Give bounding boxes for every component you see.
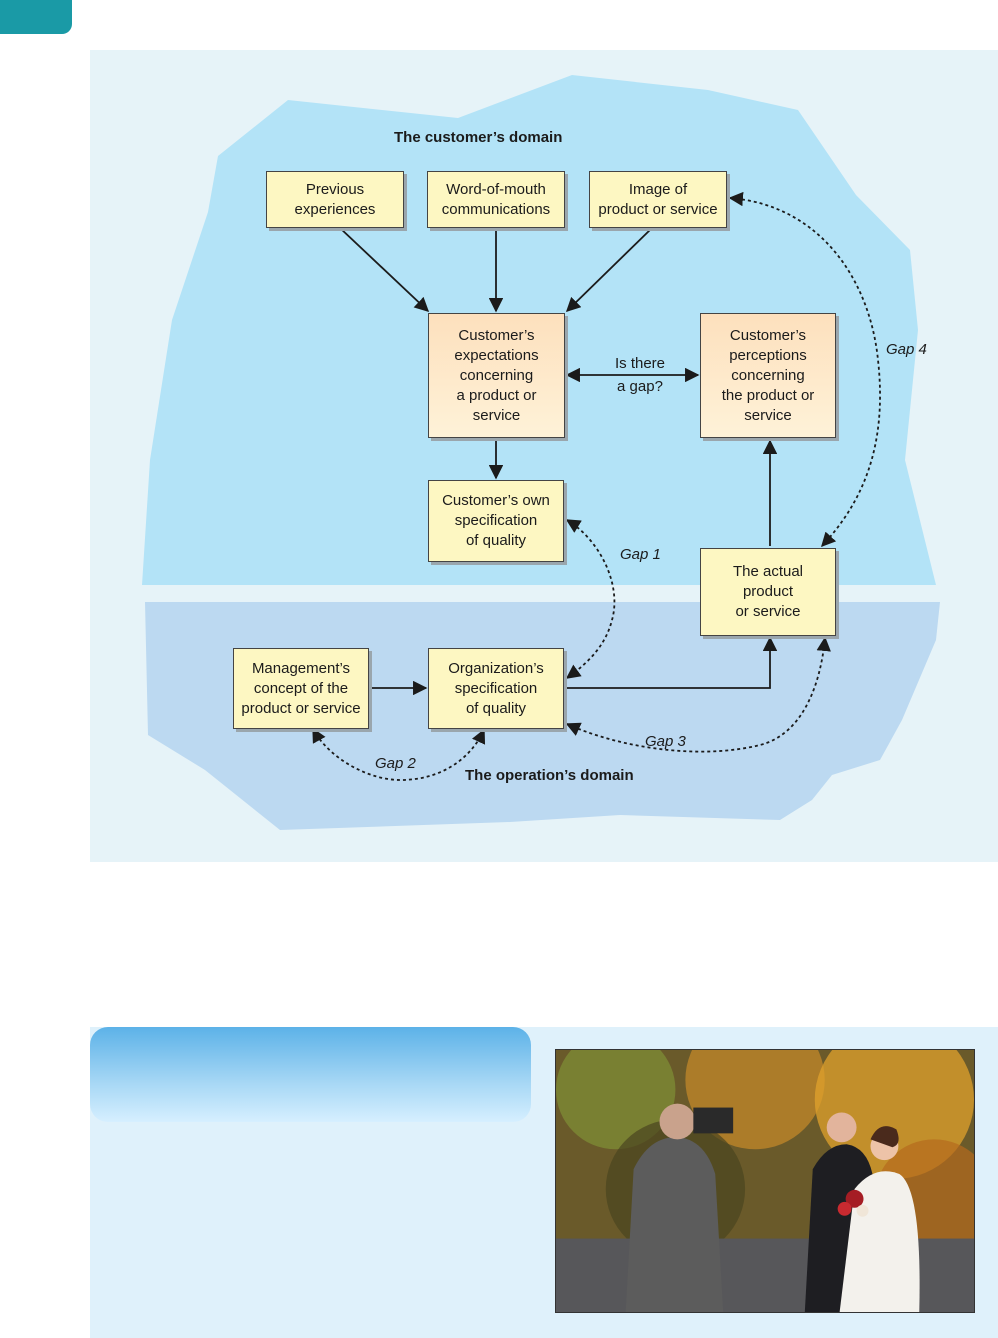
- is-there-a-gap-label: Is there a gap?: [614, 355, 666, 395]
- node-customer-own-specification: Customer’s own specification of quality: [428, 480, 564, 562]
- case-study-header-band: [90, 1027, 531, 1122]
- gap2-label: Gap 2: [375, 755, 416, 772]
- customer-domain-title: The customer’s domain: [394, 129, 563, 146]
- node-word-of-mouth: Word-of-mouth communications: [427, 171, 565, 228]
- gap2-curve: [312, 727, 486, 781]
- node-organization-specification: Organization’s specification of quality: [428, 648, 564, 729]
- operation-domain-title: The operation’s domain: [465, 767, 634, 784]
- arrow-image-to-expectations: [565, 227, 653, 313]
- gap3-label: Gap 3: [645, 733, 686, 750]
- gap1-curve: [565, 519, 616, 679]
- gap4-label: Gap 4: [886, 341, 927, 358]
- gap1-label: Gap 1: [620, 546, 661, 563]
- node-actual-product: The actual product or service: [700, 548, 836, 636]
- node-previous-experiences: Previous experiences: [266, 171, 404, 228]
- node-image-of-product: Image of product or service: [589, 171, 727, 228]
- chapter-tab-marker: [0, 0, 72, 34]
- wedding-photograph: [555, 1049, 975, 1313]
- node-customer-perceptions: Customer’s perceptions concerning the pr…: [700, 313, 836, 438]
- node-management-concept: Management’s concept of the product or s…: [233, 648, 369, 729]
- arrow-previous-to-expectations: [339, 227, 430, 312]
- node-customer-expectations: Customer’s expectations concerning a pro…: [428, 313, 565, 438]
- gap4-curve: [728, 191, 881, 548]
- gap3-curve: [565, 636, 831, 753]
